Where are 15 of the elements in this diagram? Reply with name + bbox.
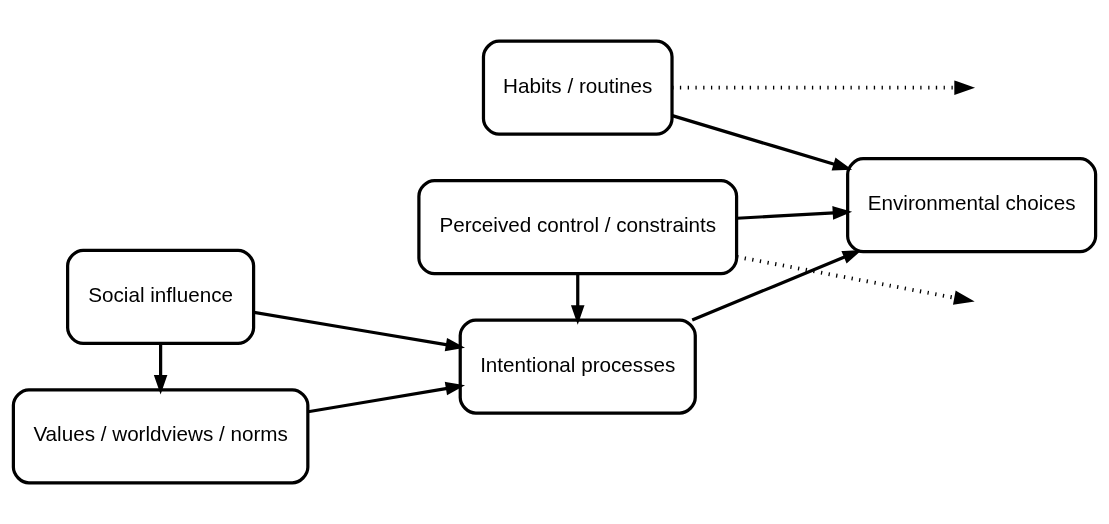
node-box: Intentional processes <box>458 318 697 415</box>
arrow <box>672 80 975 95</box>
arrow <box>253 310 466 352</box>
arrow <box>691 249 862 322</box>
node-box: Perceived control / constraints <box>417 179 739 276</box>
arrow <box>671 114 853 171</box>
arrow <box>153 343 168 395</box>
arrow <box>736 254 975 305</box>
node-box: Environmental choices <box>846 157 1098 254</box>
node-box: Social influence <box>66 248 256 345</box>
arrow <box>307 381 466 414</box>
arrow <box>570 273 585 325</box>
node-box: Habits / routines <box>481 39 674 136</box>
node-box: Values / worldviews / norms <box>11 388 310 485</box>
arrow <box>737 206 853 220</box>
